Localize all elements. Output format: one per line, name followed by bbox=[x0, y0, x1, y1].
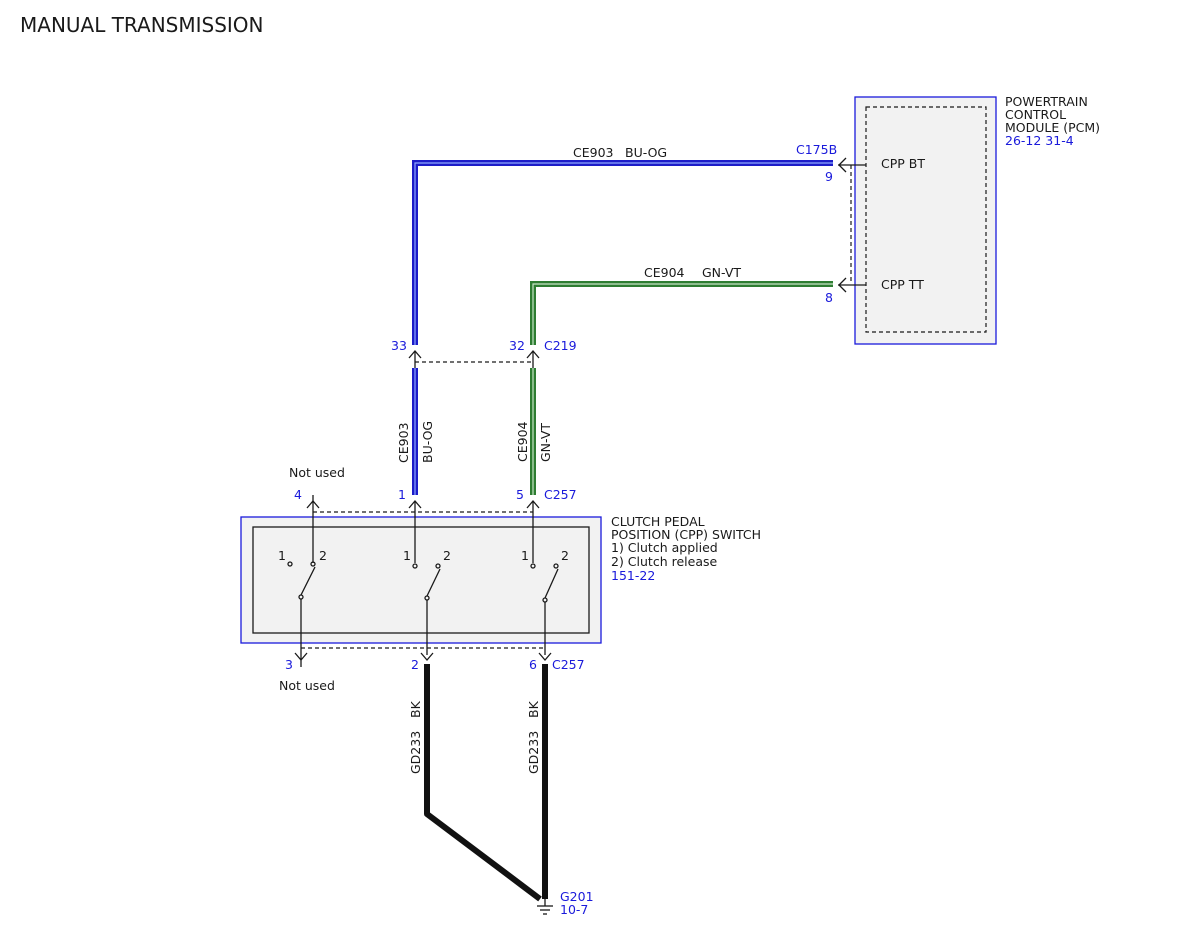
c219-connector bbox=[408, 350, 540, 368]
c257-pin-3: 3 bbox=[285, 657, 293, 672]
switch-right-pos1: 1 bbox=[521, 548, 529, 563]
c257-pin-6: 6 bbox=[529, 657, 537, 672]
c257-pin-1: 1 bbox=[398, 487, 406, 502]
pcm-pin9-arrow-icon bbox=[838, 157, 847, 173]
c257-top-connector bbox=[306, 495, 540, 563]
pcm-inner bbox=[865, 106, 987, 333]
cpp-switch-name-1: CLUTCH PEDAL bbox=[611, 514, 705, 529]
ce904-color-side: GN-VT bbox=[538, 423, 553, 462]
cpp-switch-outline[interactable] bbox=[240, 516, 602, 644]
c257-pin-2: 2 bbox=[411, 657, 419, 672]
page-title: MANUAL TRANSMISSION bbox=[20, 13, 264, 37]
not-used-bottom-label: Not used bbox=[279, 678, 335, 693]
not-used-top-label: Not used bbox=[289, 465, 345, 480]
ce903-color-top: BU-OG bbox=[625, 145, 667, 160]
ce903-circuit-side: CE903 bbox=[396, 423, 411, 464]
ce904-circuit-side: CE904 bbox=[515, 421, 530, 462]
ce903-circuit-top: CE903 bbox=[573, 145, 614, 160]
g201-ref-link[interactable]: 10-7 bbox=[560, 902, 588, 917]
cpp-switch-inner bbox=[252, 526, 590, 634]
cpp-switch-name-2: POSITION (CPP) SWITCH bbox=[611, 527, 761, 542]
pcm-pin8-arrow-icon bbox=[838, 277, 847, 293]
pcm-name-3: MODULE (PCM) bbox=[1005, 120, 1100, 135]
g201-ground-link[interactable]: G201 bbox=[560, 889, 594, 904]
switch-mid-pos1: 1 bbox=[403, 548, 411, 563]
pcm-outline[interactable] bbox=[854, 96, 997, 345]
ground-icon bbox=[537, 899, 553, 915]
switch-contacts-right bbox=[530, 563, 559, 655]
wire-ce904[interactable] bbox=[530, 281, 833, 495]
gd233-color-left: BK bbox=[408, 700, 423, 718]
wire-gd233[interactable] bbox=[424, 664, 548, 902]
wire-ce903[interactable] bbox=[412, 160, 833, 495]
c257-bottom-connector-link[interactable]: C257 bbox=[552, 657, 585, 672]
c175b-connector-link[interactable]: C175B bbox=[796, 142, 837, 157]
pcm-pin-9: 9 bbox=[825, 169, 833, 184]
switch-left-pos1: 1 bbox=[278, 548, 286, 563]
switch-right-pos2: 2 bbox=[561, 548, 569, 563]
ce904-circuit-top: CE904 bbox=[644, 265, 685, 280]
pcm-name-1: POWERTRAIN bbox=[1005, 94, 1088, 109]
switch-left-pos2: 2 bbox=[319, 548, 327, 563]
ce903-color-side: BU-OG bbox=[420, 421, 435, 463]
switch-contacts-mid bbox=[412, 563, 441, 655]
c219-pin-32: 32 bbox=[509, 338, 525, 353]
gd233-circuit-left: GD233 bbox=[408, 731, 423, 774]
switch-mid-pos2: 2 bbox=[443, 548, 451, 563]
pcm-pin-8: 8 bbox=[825, 290, 833, 305]
cpp-switch-note-2: 2) Clutch release bbox=[611, 554, 717, 569]
c219-connector-link[interactable]: C219 bbox=[544, 338, 577, 353]
pcm-ref-link[interactable]: 26-12 31-4 bbox=[1005, 133, 1074, 148]
c219-pin-33: 33 bbox=[391, 338, 407, 353]
c257-bottom-connector bbox=[294, 647, 552, 667]
c257-pin-4: 4 bbox=[294, 487, 302, 502]
cpp-switch-ref-link[interactable]: 151-22 bbox=[611, 568, 655, 583]
gd233-color-right: BK bbox=[526, 700, 541, 718]
pcm-cpp-tt-label: CPP TT bbox=[881, 277, 924, 292]
cpp-switch-note-1: 1) Clutch applied bbox=[611, 540, 718, 555]
gd233-circuit-right: GD233 bbox=[526, 731, 541, 774]
switch-contacts-left bbox=[287, 561, 316, 655]
c257-top-connector-link[interactable]: C257 bbox=[544, 487, 577, 502]
ce904-color-top: GN-VT bbox=[702, 265, 741, 280]
c257-pin-5: 5 bbox=[516, 487, 524, 502]
pcm-name-2: CONTROL bbox=[1005, 107, 1066, 122]
pcm-cpp-bt-label: CPP BT bbox=[881, 156, 925, 171]
